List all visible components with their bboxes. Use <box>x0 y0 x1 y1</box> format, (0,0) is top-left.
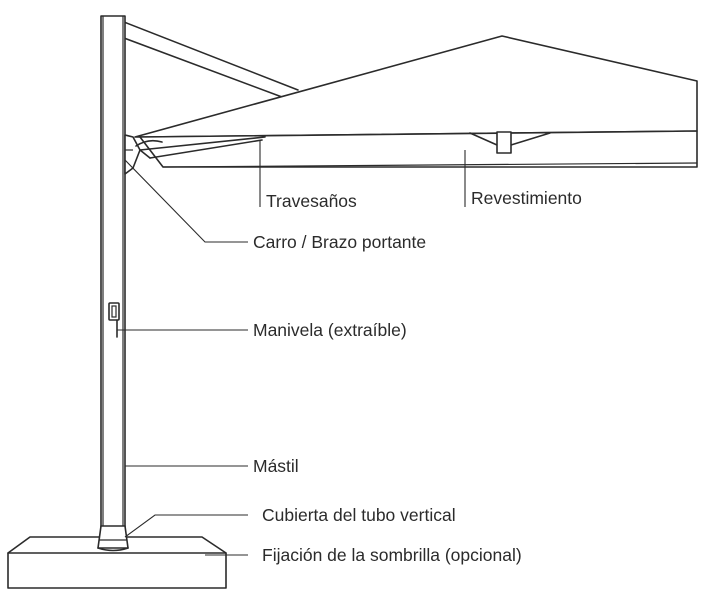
vertical-tube-cover <box>97 525 129 552</box>
label-carriage-arm: Carro / Brazo portante <box>253 232 426 252</box>
mast <box>100 15 126 531</box>
label-crossbars: Travesaños <box>266 191 357 211</box>
umbrella-base-block <box>7 536 227 589</box>
label-canopy: Revestimiento <box>471 188 582 208</box>
crossbars <box>135 131 551 159</box>
crank-handle <box>108 302 120 338</box>
label-crank: Manivela (extraíble) <box>253 320 407 340</box>
label-umbrella-base: Fijación de la sombrilla (opcional) <box>262 545 522 565</box>
label-tube-cover: Cubierta del tubo vertical <box>262 505 456 525</box>
leader-lines <box>117 141 466 556</box>
label-mast: Mástil <box>253 456 299 476</box>
upper-support-strut <box>123 21 299 98</box>
